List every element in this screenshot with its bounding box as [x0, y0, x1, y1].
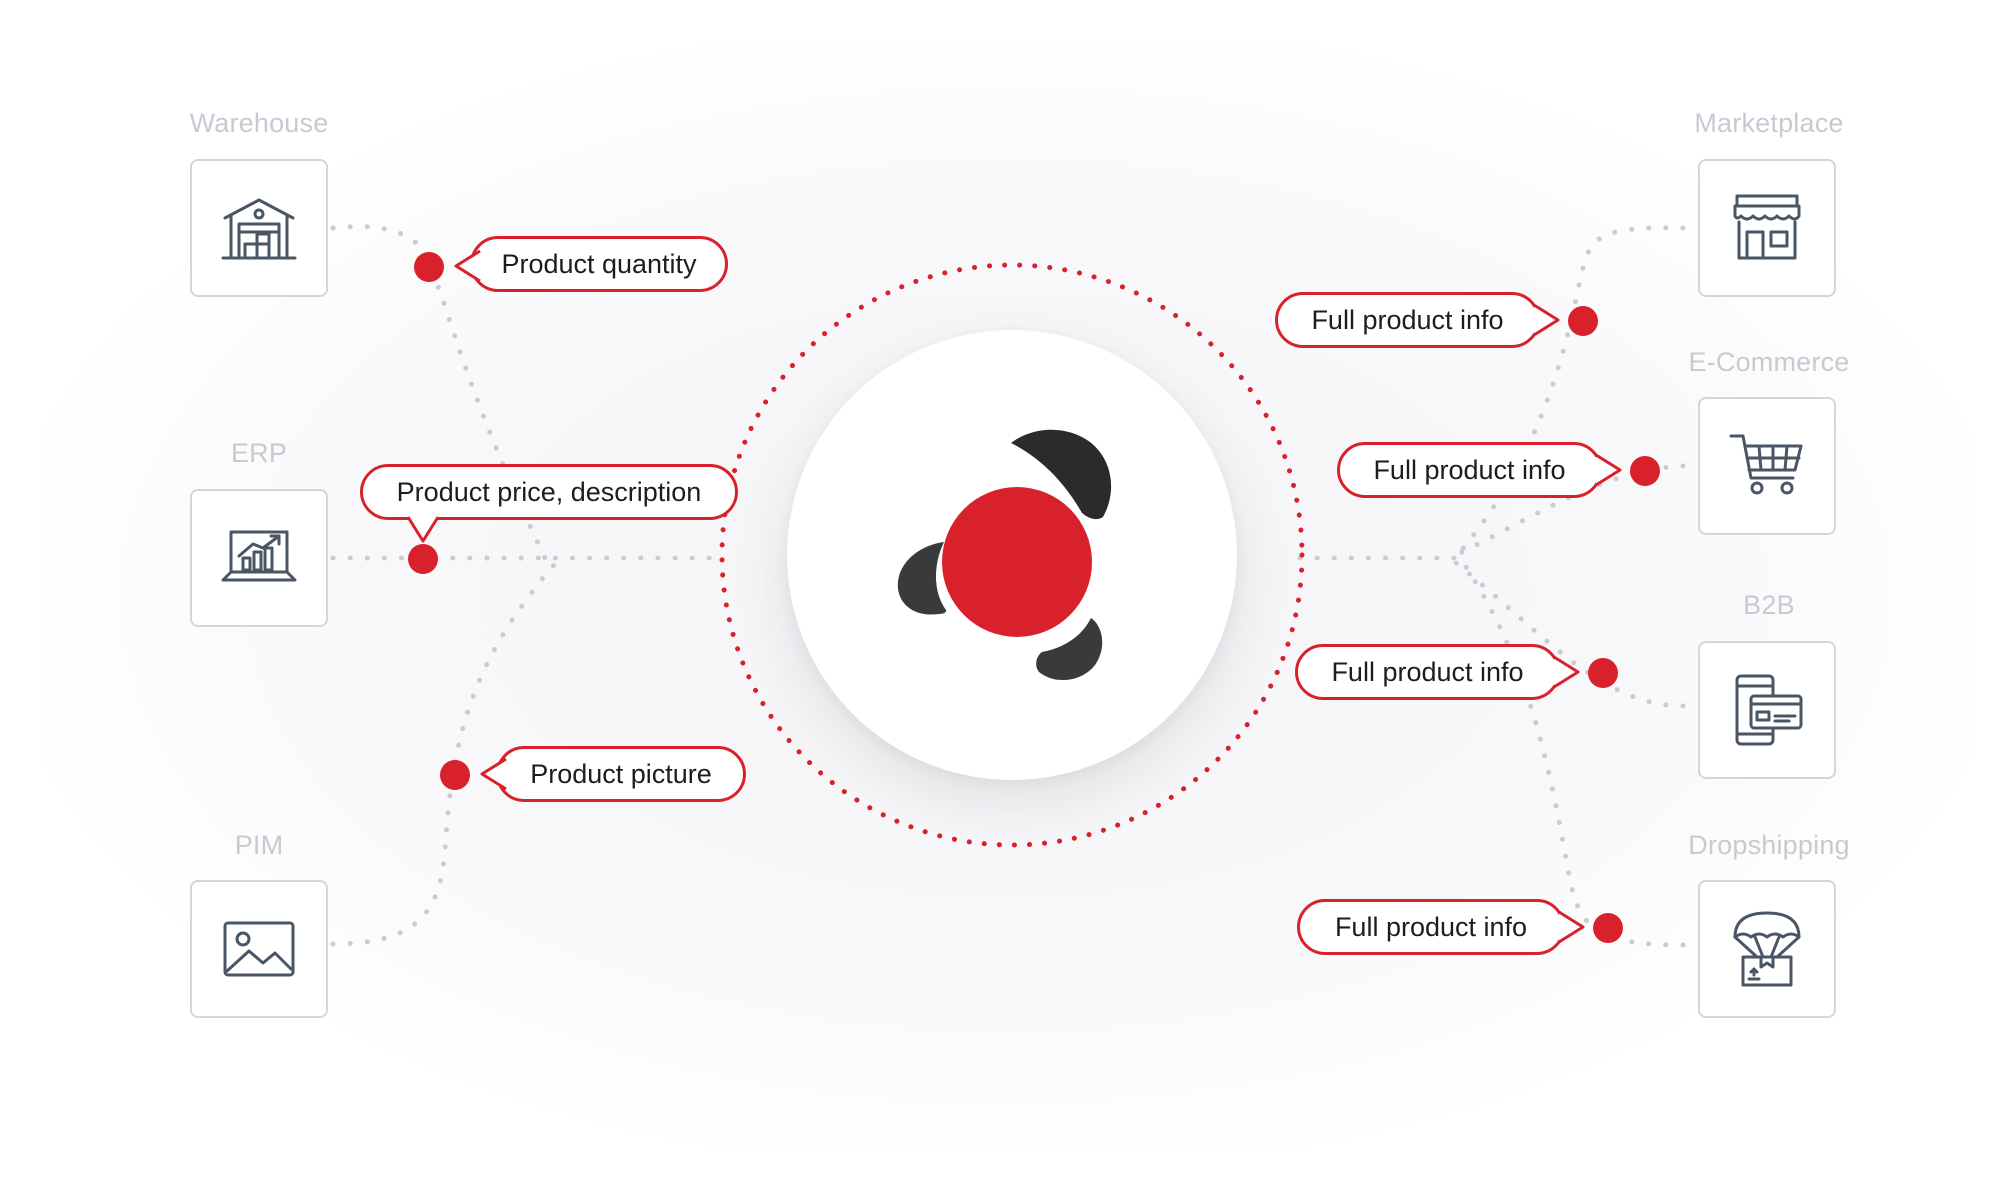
node-erp[interactable] — [190, 489, 328, 627]
flow-dot-pim[interactable] — [440, 760, 470, 790]
warehouse-icon — [221, 198, 297, 260]
shopping-cart-icon — [1729, 434, 1803, 495]
node-marketplace[interactable] — [1698, 159, 1836, 297]
pill-pointer — [480, 757, 507, 791]
flow-dot-erp[interactable] — [408, 544, 438, 574]
node-pim[interactable] — [190, 880, 328, 1018]
flow-dot-ecommerce[interactable] — [1630, 456, 1660, 486]
flow-label-pim: Product picture — [496, 746, 746, 802]
flow-label-b2b: Full product info — [1295, 644, 1560, 700]
node-label-pim: PIM — [234, 830, 284, 860]
flow-dot-marketplace[interactable] — [1568, 306, 1598, 336]
platform-logo-icon — [897, 429, 1112, 681]
node-label-dropshipping: Dropshipping — [1688, 830, 1850, 860]
pill-pointer — [406, 516, 440, 543]
node-ecommerce[interactable] — [1698, 397, 1836, 535]
flow-label-warehouse: Product quantity — [470, 236, 728, 292]
node-label-marketplace: Marketplace — [1694, 108, 1844, 138]
node-label-b2b: B2B — [1743, 590, 1795, 620]
storefront-icon — [1733, 194, 1801, 260]
hub-orbit — [719, 262, 1305, 848]
flow-dot-b2b[interactable] — [1588, 658, 1618, 688]
flow-label-marketplace: Full product info — [1275, 292, 1540, 348]
node-label-erp: ERP — [230, 438, 288, 468]
node-dropshipping[interactable] — [1698, 880, 1836, 1018]
pill-pointer — [1533, 303, 1560, 337]
image-icon — [223, 921, 295, 977]
analytics-laptop-icon — [221, 530, 297, 582]
pill-pointer — [1595, 453, 1622, 487]
flow-dot-warehouse[interactable] — [414, 252, 444, 282]
hub-circle — [787, 330, 1237, 780]
node-warehouse[interactable] — [190, 159, 328, 297]
parachute-package-icon — [1733, 911, 1801, 987]
pill-pointer — [454, 249, 481, 283]
connector-dropshipping — [1457, 555, 1686, 948]
node-b2b[interactable] — [1698, 641, 1836, 779]
connector-b2b — [1447, 555, 1686, 709]
flow-dot-dropshipping[interactable] — [1593, 913, 1623, 943]
flow-label-erp: Product price, description — [360, 464, 738, 520]
node-label-warehouse: Warehouse — [189, 108, 329, 138]
pill-pointer — [1558, 910, 1585, 944]
mobile-payment-card-icon — [1735, 674, 1803, 746]
pill-pointer — [1553, 655, 1580, 689]
flow-label-ecommerce: Full product info — [1337, 442, 1602, 498]
node-label-ecommerce: E-Commerce — [1688, 347, 1850, 377]
connector-marketplace — [1452, 225, 1686, 561]
flow-label-dropshipping: Full product info — [1297, 899, 1565, 955]
